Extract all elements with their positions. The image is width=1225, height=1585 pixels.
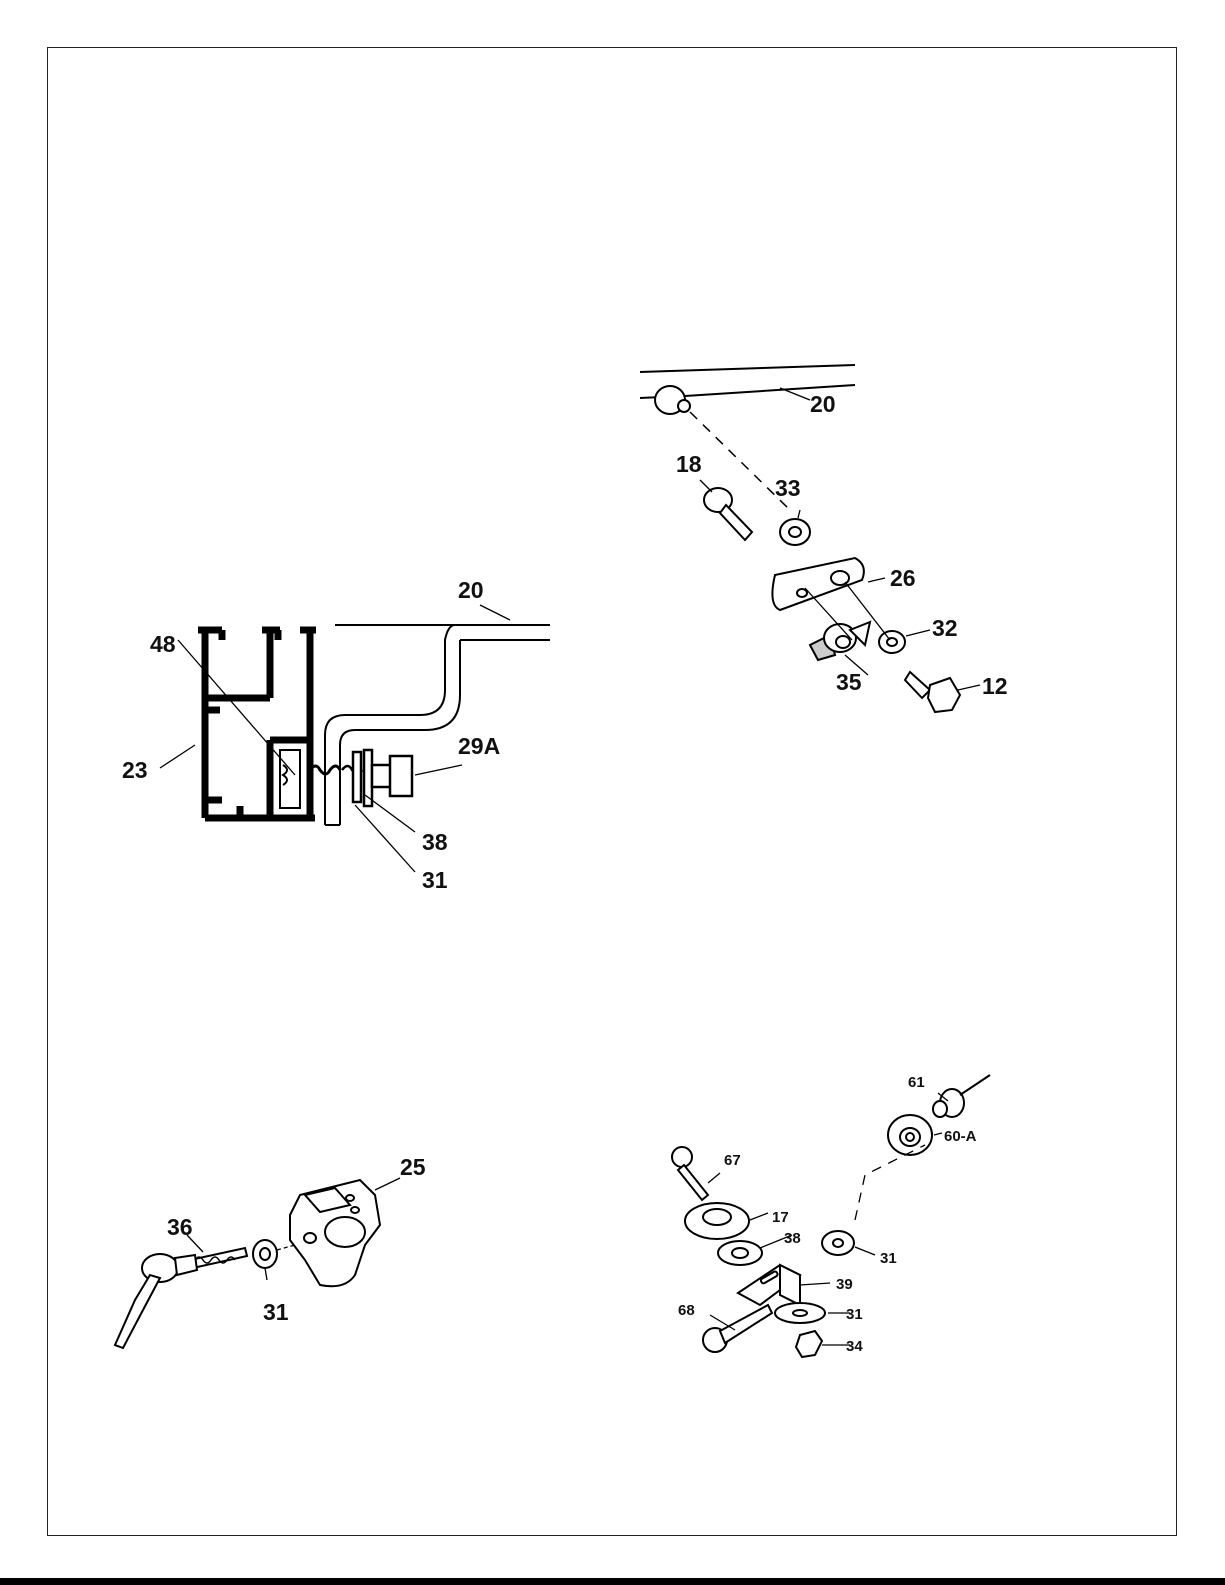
label-25: 25	[400, 1154, 426, 1180]
label-26: 26	[890, 565, 916, 591]
label-33: 33	[775, 475, 801, 501]
bracket-assembly-figure: 20 18 33 26 32 35 12	[640, 360, 1060, 740]
label-31-lower: 31	[846, 1306, 863, 1323]
section-view-figure: 20 48 29A 23 38 31	[110, 570, 570, 910]
label-36: 36	[167, 1214, 193, 1240]
label-68: 68	[678, 1302, 695, 1319]
label-38: 38	[784, 1230, 801, 1247]
label-23: 23	[122, 757, 148, 783]
clamp-assembly-figure: 25 36 31	[105, 1150, 445, 1370]
label-38: 38	[422, 829, 448, 855]
label-31: 31	[422, 867, 448, 893]
label-20: 20	[810, 391, 836, 417]
roller-assembly-drawing: 61 60-A 67 17 38 31 39 31 68 34	[660, 1065, 1020, 1375]
label-20: 20	[458, 577, 484, 603]
label-17: 17	[772, 1209, 789, 1226]
label-67: 67	[724, 1152, 741, 1169]
bracket-assembly-drawing: 20 18 33 26 32 35 12	[640, 360, 1060, 740]
label-60a: 60-A	[944, 1128, 977, 1145]
label-18: 18	[676, 451, 702, 477]
section-view-drawing: 20 48 29A 23 38 31	[110, 570, 570, 910]
roller-assembly-figure: 61 60-A 67 17 38 31 39 31 68 34	[660, 1065, 1020, 1375]
label-34: 34	[846, 1338, 863, 1355]
label-35: 35	[836, 669, 862, 695]
bottom-edge-bar	[0, 1578, 1225, 1585]
label-32: 32	[932, 615, 958, 641]
label-31-upper: 31	[880, 1250, 897, 1267]
label-48: 48	[150, 631, 176, 657]
label-29a: 29A	[458, 733, 500, 759]
clamp-assembly-drawing: 25 36 31	[105, 1150, 445, 1370]
label-61: 61	[908, 1074, 925, 1091]
label-12: 12	[982, 673, 1008, 699]
label-39: 39	[836, 1276, 853, 1293]
label-31: 31	[263, 1299, 289, 1325]
